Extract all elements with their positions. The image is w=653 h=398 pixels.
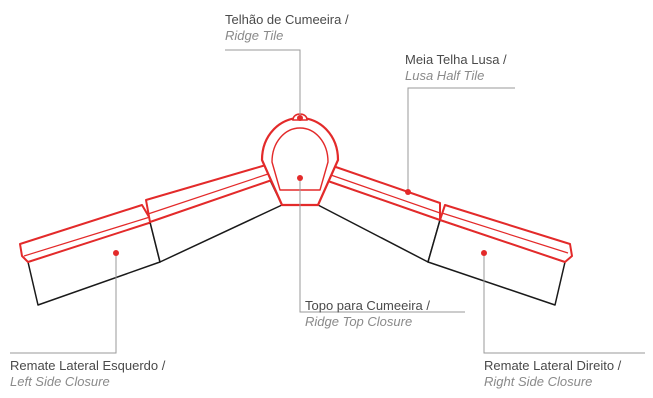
lusa-half-tile-edge — [327, 173, 441, 214]
label-right-side-closure-en: Right Side Closure — [484, 374, 593, 389]
leader-lusa-half-tile — [407, 87, 515, 192]
label-left-side-closure-en: Left Side Closure — [10, 374, 110, 389]
label-ridge-tile: Telhão de Cumeeira / Ridge Tile — [225, 12, 349, 44]
label-lusa-half-tile: Meia Telha Lusa / Lusa Half Tile — [405, 52, 507, 84]
marker-right-side-closure — [481, 250, 487, 256]
label-ridge-top-closure-pt: Topo para Cumeeira / — [305, 298, 431, 313]
label-ridge-top-closure: Topo para Cumeeira / Ridge Top Closure — [305, 298, 430, 330]
leader-right-side-closure — [483, 253, 645, 354]
leader-lines — [10, 49, 645, 354]
left-outer-tile — [19, 204, 161, 306]
left-side-closure-part — [19, 204, 153, 263]
right-inner-tile — [317, 164, 441, 263]
label-left-side-closure: Remate Lateral Esquerdo / Left Side Clos… — [10, 358, 165, 390]
leader-ridge-tile — [225, 49, 301, 118]
right-outer-tile — [427, 204, 573, 306]
ridge-tile — [260, 113, 340, 207]
left-side-closure-edge — [23, 216, 151, 257]
label-ridge-tile-en: Ridge Tile — [225, 28, 284, 43]
label-right-side-closure: Remate Lateral Direito / Right Side Clos… — [484, 358, 621, 390]
right-side-closure-edge — [441, 212, 569, 254]
label-lusa-half-tile-pt: Meia Telha Lusa / — [405, 52, 507, 67]
marker-left-side-closure — [113, 250, 119, 256]
marker-ridge-tile — [297, 115, 303, 121]
marker-lusa-half-tile — [405, 189, 411, 195]
label-lusa-half-tile-en: Lusa Half Tile — [405, 68, 485, 83]
left-inner-tile — [145, 164, 283, 263]
label-ridge-top-closure-en: Ridge Top Closure — [305, 314, 413, 329]
leader-left-side-closure — [10, 253, 117, 354]
marker-dots — [113, 115, 487, 256]
marker-ridge-top-closure — [297, 175, 303, 181]
label-right-side-closure-pt: Remate Lateral Direito / — [484, 358, 622, 373]
left-half-tile-edge — [147, 173, 269, 215]
leader-ridge-top-closure — [299, 178, 465, 313]
ridge-tile-inner — [271, 127, 329, 191]
label-ridge-tile-pt: Telhão de Cumeeira / — [225, 12, 349, 27]
label-left-side-closure-pt: Remate Lateral Esquerdo / — [10, 358, 166, 373]
